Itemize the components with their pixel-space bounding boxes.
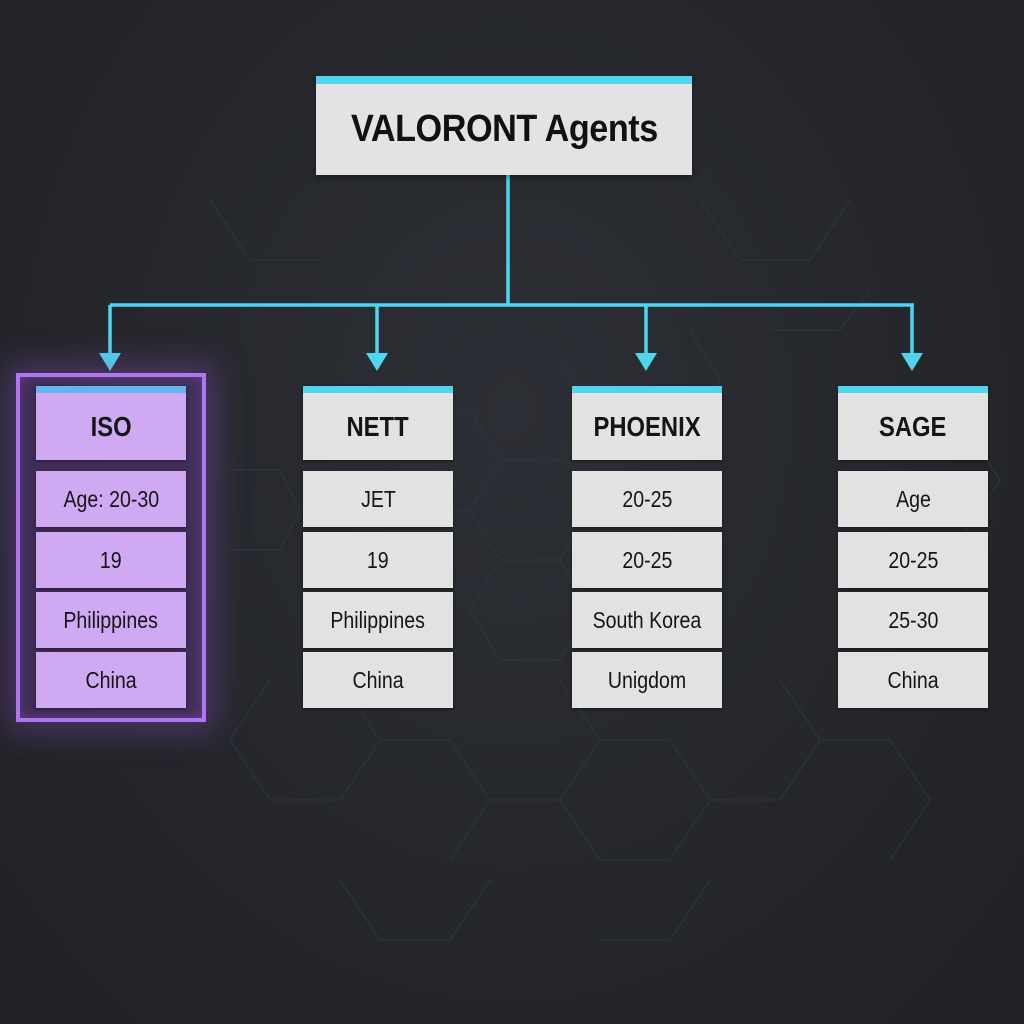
- agent-attribute-cell: South Korea: [572, 592, 722, 648]
- cell-text: 20-25: [621, 485, 672, 512]
- cell-text: 19: [100, 546, 122, 573]
- cell-text: China: [887, 666, 939, 693]
- diagram-title-box: VALORONT Agents: [316, 76, 692, 175]
- diagram-title: VALORONT Agents: [350, 108, 658, 150]
- arrow-down-icon: [635, 353, 657, 371]
- cell-text: 20-25: [621, 546, 672, 573]
- agent-attribute-cell: 20-25: [838, 532, 988, 588]
- agent-attribute-cell: Age: 20-30: [36, 471, 186, 527]
- agent-name: SAGE: [879, 410, 947, 442]
- agent-header[interactable]: SAGE: [838, 386, 988, 460]
- agent-attribute-cell: 20-25: [572, 471, 722, 527]
- cell-text: 19: [367, 546, 389, 573]
- cell-text: JET: [360, 485, 396, 512]
- agent-name: PHOENIX: [593, 410, 701, 442]
- cell-text: 25-30: [887, 606, 938, 633]
- agent-attribute-cell: 19: [303, 532, 453, 588]
- cell-text: China: [85, 666, 137, 693]
- agent-attribute-cell: Philippines: [36, 592, 186, 648]
- agent-attribute-cell: Unigdom: [572, 652, 722, 708]
- agent-attribute-cell: China: [838, 652, 988, 708]
- arrow-down-icon: [99, 353, 121, 371]
- cell-text: Age: [895, 485, 931, 512]
- agent-attribute-cell: China: [36, 652, 186, 708]
- agent-attribute-cell: 20-25: [572, 532, 722, 588]
- agent-header[interactable]: NETT: [303, 386, 453, 460]
- agent-header[interactable]: ISO: [36, 386, 186, 460]
- agent-name: ISO: [90, 410, 132, 442]
- agent-attribute-cell: 25-30: [838, 592, 988, 648]
- agent-attribute-cell: Philippines: [303, 592, 453, 648]
- cell-text: Philippines: [330, 606, 426, 633]
- agent-name: NETT: [346, 410, 410, 442]
- cell-text: Age: 20-30: [63, 485, 159, 512]
- agent-attribute-cell: China: [303, 652, 453, 708]
- agent-attribute-cell: 19: [36, 532, 186, 588]
- agent-attribute-cell: Age: [838, 471, 988, 527]
- cell-text: Philippines: [63, 606, 159, 633]
- arrow-down-icon: [901, 353, 923, 371]
- cell-text: South Korea: [592, 606, 702, 633]
- cell-text: China: [352, 666, 404, 693]
- arrow-down-icon: [366, 353, 388, 371]
- cell-text: 20-25: [887, 546, 938, 573]
- cell-text: Unigdom: [607, 666, 687, 693]
- agent-header[interactable]: PHOENIX: [572, 386, 722, 460]
- agent-attribute-cell: JET: [303, 471, 453, 527]
